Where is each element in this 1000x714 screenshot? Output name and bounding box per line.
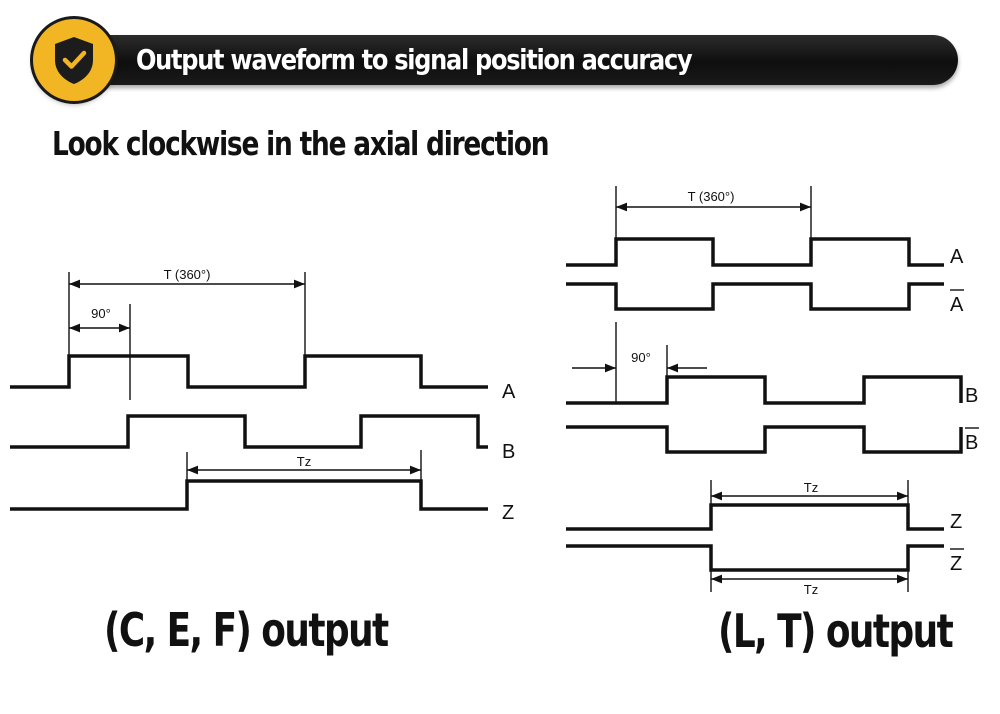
right-channel-a-bar-label: A [950, 294, 964, 316]
right-channel-b-bar-label: B [965, 432, 978, 454]
left-wave-a [10, 354, 488, 389]
right-channel-z-bar-label: Z [950, 553, 962, 575]
subtitle: Look clockwise in the axial direction [52, 124, 550, 163]
right-tz-top-label: Tz [804, 480, 818, 495]
right-caption: (L, T) output [718, 604, 954, 658]
shield-check-icon [55, 37, 93, 84]
left-waveform-diagram: T (360°) 90° Tz A B Z [10, 267, 516, 524]
left-channel-a-label: A [502, 381, 516, 403]
right-phase-label: 90° [631, 350, 651, 365]
right-wave-z [566, 503, 944, 531]
right-waveform-diagram: T (360°) 90° Tz Tz A A B B Z Z [566, 186, 979, 597]
right-tz-bottom-label: Tz [804, 582, 818, 597]
banner-title: Output waveform to signal position accur… [136, 43, 693, 76]
right-channel-a-label: A [950, 246, 964, 268]
left-channel-z-label: Z [502, 502, 514, 524]
right-channel-b-label: B [965, 385, 978, 407]
left-phase-label: 90° [91, 306, 111, 321]
right-wave-z-bar [566, 544, 944, 572]
right-wave-a-bar [566, 282, 944, 311]
left-caption: (C, E, F) output [104, 603, 389, 657]
right-wave-b [566, 375, 963, 405]
left-channel-b-label: B [502, 441, 515, 463]
right-period-label: T (360°) [688, 189, 735, 204]
left-wave-b [10, 414, 488, 449]
left-period-label: T (360°) [164, 267, 211, 282]
right-wave-a [566, 237, 944, 267]
title-banner [60, 35, 958, 85]
badge [33, 19, 115, 101]
left-wave-z [10, 479, 488, 511]
left-tz-label: Tz [297, 454, 311, 469]
right-wave-b-bar [566, 425, 963, 454]
right-channel-z-label: Z [950, 511, 962, 533]
